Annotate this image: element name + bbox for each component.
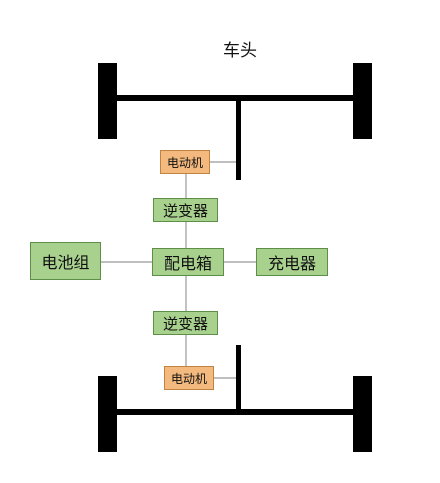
front-left-wheel <box>98 63 117 139</box>
battery-pack-box: 电池组 <box>30 242 101 280</box>
rear-left-wheel <box>98 376 117 452</box>
front-inverter-box: 逆变器 <box>153 198 218 222</box>
rear-drive-shaft <box>236 345 241 413</box>
rear-axle <box>98 345 372 452</box>
front-motor-box: 电动机 <box>160 150 210 174</box>
rear-axle-bar <box>117 409 353 415</box>
rear-right-wheel <box>353 376 372 452</box>
charger-box: 充电器 <box>256 248 328 276</box>
front-label: 车头 <box>223 40 257 61</box>
front-drive-shaft <box>236 98 241 180</box>
connector-lines <box>101 161 256 379</box>
rear-motor-box: 电动机 <box>164 366 214 390</box>
front-axle <box>98 63 372 180</box>
distribution-box: 配电箱 <box>152 248 224 276</box>
front-right-wheel <box>353 63 372 139</box>
front-axle-bar <box>117 95 353 101</box>
rear-inverter-box: 逆变器 <box>153 311 218 335</box>
